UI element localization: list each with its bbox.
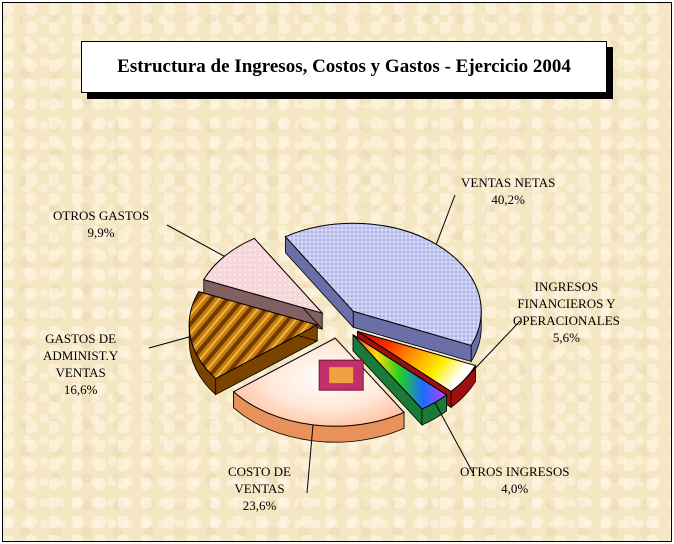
label-ingresos-financieros-line1: INGRESOS bbox=[534, 279, 599, 294]
label-costo-ventas-line2: VENTAS bbox=[234, 481, 285, 496]
chart-title: Estructura de Ingresos, Costos y Gastos … bbox=[117, 56, 571, 77]
label-ventas-netas-value: 40,2% bbox=[491, 192, 525, 207]
pie-slice-gastos_adm-top bbox=[188, 291, 319, 380]
chart-title-box: Estructura de Ingresos, Costos y Gastos … bbox=[81, 41, 607, 93]
label-otros-gastos-name: OTROS GASTOS bbox=[53, 208, 150, 223]
label-otros-gastos-value: 9,9% bbox=[87, 225, 115, 240]
pie-chart bbox=[148, 194, 521, 494]
label-costo-ventas-line1: COSTO DE bbox=[228, 464, 291, 479]
label-gastos-administ-line3: VENTAS bbox=[55, 365, 106, 380]
label-ventas-netas-name: VENTAS NETAS bbox=[461, 175, 556, 190]
leader-line-ventas bbox=[435, 194, 456, 245]
label-gastos-administ-line1: GASTOS DE bbox=[45, 331, 117, 346]
leader-line-otros_ingresos bbox=[434, 402, 474, 474]
label-ingresos-financieros-line3: OPERACIONALES bbox=[513, 313, 620, 328]
label-otros-gastos: OTROS GASTOS 9,9% bbox=[53, 207, 149, 241]
label-ingresos-financieros-value: 5,6% bbox=[552, 330, 580, 345]
leader-line-otros_gastos bbox=[166, 224, 225, 257]
leader-line-costo bbox=[306, 424, 314, 494]
pie-slice-otros_gastos bbox=[203, 237, 324, 331]
label-gastos-administ-line2: ADMINIST.Y bbox=[43, 348, 119, 363]
label-ventas-netas: VENTAS NETAS 40,2% bbox=[461, 174, 555, 208]
label-gastos-administ: GASTOS DE ADMINIST.Y VENTAS 16,6% bbox=[43, 330, 118, 398]
pie-slice-gastos_adm bbox=[188, 291, 319, 396]
pie-slice-ventas-top bbox=[284, 222, 482, 347]
pie-slice-costo-ornament-inner bbox=[329, 367, 354, 384]
label-otros-ingresos-name: OTROS INGRESOS bbox=[460, 464, 570, 479]
label-ingresos-financieros-line2: FINANCIEROS Y bbox=[517, 296, 616, 311]
label-otros-ingresos-value: 4,0% bbox=[501, 481, 529, 496]
leader-line-gastos_adm bbox=[148, 336, 191, 349]
label-gastos-administ-value: 16,6% bbox=[63, 382, 98, 397]
label-costo-ventas-value: 23,6% bbox=[242, 498, 277, 513]
leader-line-financieros bbox=[464, 320, 521, 380]
label-otros-ingresos: OTROS INGRESOS 4,0% bbox=[460, 463, 569, 497]
label-ingresos-financieros: INGRESOS FINANCIEROS Y OPERACIONALES 5,6… bbox=[513, 278, 620, 346]
pie-slice-otros_ingresos bbox=[352, 333, 448, 427]
pie-slice-otros_gastos-top bbox=[203, 237, 324, 315]
pie-slice-ventas bbox=[284, 222, 482, 363]
label-costo-ventas: COSTO DE VENTAS 23,6% bbox=[228, 463, 291, 514]
pie-slice-costo bbox=[232, 337, 405, 443]
pie-slice-financieros-top bbox=[357, 330, 477, 393]
